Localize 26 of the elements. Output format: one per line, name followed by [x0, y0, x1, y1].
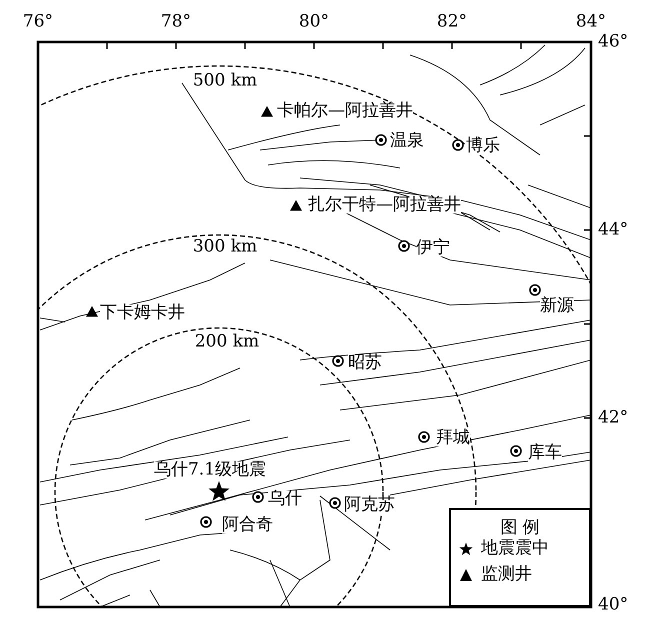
- city-label: 伊宁: [416, 240, 450, 256]
- city-label: 温泉: [390, 132, 424, 150]
- latitude-label: 44°: [598, 222, 628, 238]
- city-label: 阿合奇: [222, 516, 273, 534]
- city-label: 乌什: [268, 490, 302, 508]
- longitude-label: 84°: [576, 14, 606, 30]
- longitude-label: 80°: [298, 14, 330, 30]
- well-label: 卡帕尔—阿拉善井: [277, 102, 413, 120]
- city-label: 博乐: [466, 138, 500, 154]
- well-label: 下卡姆卡井: [100, 304, 185, 322]
- latitude-label: 42°: [598, 410, 628, 426]
- longitude-label: 82°: [436, 14, 468, 30]
- city-label: 拜城: [436, 430, 470, 446]
- legend-title: 图 例: [500, 520, 540, 536]
- longitude-label: 78°: [160, 14, 192, 30]
- legend-label: 地震震中: [481, 540, 549, 557]
- city-label: 新源: [540, 298, 574, 314]
- legend-label: 监测井: [481, 566, 532, 583]
- well-label: 扎尔干特—阿拉善井: [308, 196, 461, 214]
- longitude-label: 76°: [22, 14, 54, 30]
- epicenter-label: 乌什7.1级地震: [154, 462, 266, 478]
- city-label: 库车: [528, 444, 562, 462]
- city-label: 昭苏: [348, 354, 382, 372]
- latitude-label: 40°: [598, 596, 628, 614]
- latitude-label: 46°: [598, 34, 628, 50]
- city-label: 阿克苏: [344, 496, 395, 514]
